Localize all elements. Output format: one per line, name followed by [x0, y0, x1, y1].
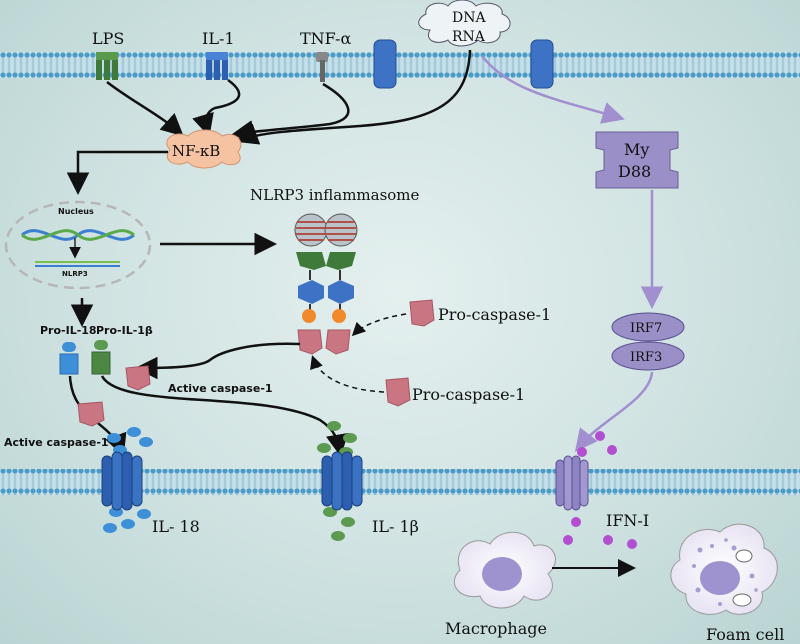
pro-caspase-bottom-label: Pro-caspase-1 — [412, 385, 525, 404]
irf7-shape — [611, 312, 685, 342]
irf3-shape — [611, 341, 685, 371]
pro-il1b-shape — [91, 340, 111, 375]
channel-right — [530, 39, 554, 89]
dna-label: DNA — [452, 10, 486, 26]
pro-caspase-bottom-shape — [385, 377, 411, 407]
irf3-label: IRF3 — [630, 350, 662, 365]
dna-helix — [21, 229, 135, 241]
myd88-shape — [595, 131, 679, 189]
il1b-channel — [321, 451, 363, 511]
active-caspase-left-shape — [77, 401, 105, 427]
nfkb-shape — [166, 129, 242, 169]
pro-caspase-top-shape — [409, 299, 435, 327]
arrow-proil1b-il1b — [100, 375, 349, 457]
dna-rna-cloud — [418, 0, 511, 47]
lps-receptor — [96, 52, 118, 80]
nucleus-label: Nucleus — [58, 207, 94, 216]
ifn-dots — [563, 431, 637, 549]
pro-il1b-label: Pro-IL-1β — [96, 324, 153, 337]
tnf-receptor — [316, 52, 328, 82]
arrow-lps-nfkb — [106, 81, 184, 137]
macrophage-label: Macrophage — [445, 619, 547, 638]
foam-vesicle-2 — [732, 593, 752, 607]
active-caspase-mid-label: Active caspase-1 — [168, 382, 273, 395]
arrow-dna-nfkb — [235, 49, 472, 145]
pro-il18-shape — [59, 342, 79, 375]
dashed-arrow-bottom — [310, 355, 385, 393]
foam-cell-lipids — [692, 538, 758, 606]
lps-label: LPS — [92, 29, 124, 48]
foam-cell-label: Foam cell — [706, 625, 784, 644]
foam-vesicle-1 — [735, 549, 753, 563]
channel-left — [373, 39, 397, 89]
dashed-arrow-top — [351, 313, 407, 337]
nucleus — [4, 200, 152, 290]
nfkb-label: NF-κB — [172, 142, 220, 160]
arrow-il1-nfkb — [192, 78, 241, 137]
tnf-label: TNF-α — [300, 29, 351, 48]
active-caspase-mid-shape — [125, 365, 151, 391]
arrow-inflammasome-proil — [135, 342, 301, 380]
rna-label: RNA — [452, 29, 486, 45]
arrow-tnf-nfkb — [231, 82, 350, 143]
il18-label: IL- 18 — [152, 517, 200, 536]
myd88-line1: My — [624, 140, 649, 159]
active-caspase-left-label: Active caspase-1 — [4, 436, 109, 449]
irf7-label: IRF7 — [630, 321, 662, 336]
nlrp3-inflammasome — [294, 213, 358, 355]
ifn-label: IFN-I — [606, 511, 649, 530]
il18-channel — [101, 451, 143, 511]
il1b-label: IL- 1β — [372, 517, 419, 536]
arrow-nfkb-nucleus — [66, 150, 168, 195]
arrow-irf-ifn — [574, 371, 654, 452]
il1-label: IL-1 — [202, 29, 235, 48]
top-membrane — [0, 52, 800, 78]
pro-il18-label: Pro-IL-18 — [40, 324, 97, 337]
myd88-line2: D88 — [618, 162, 651, 181]
nlrp3-gene-label: NLRP3 — [62, 270, 88, 278]
macrophage-nucleus — [482, 557, 522, 591]
arrow-dna-myd88 — [481, 55, 625, 124]
pro-caspase-top-label: Pro-caspase-1 — [438, 305, 551, 324]
ifn-channel — [555, 455, 589, 511]
il1-receptor — [206, 52, 228, 80]
il1b-dots — [317, 421, 357, 541]
foam-cell-nucleus — [700, 561, 740, 595]
inflammasome-title: NLRP3 inflammasome — [250, 186, 420, 204]
